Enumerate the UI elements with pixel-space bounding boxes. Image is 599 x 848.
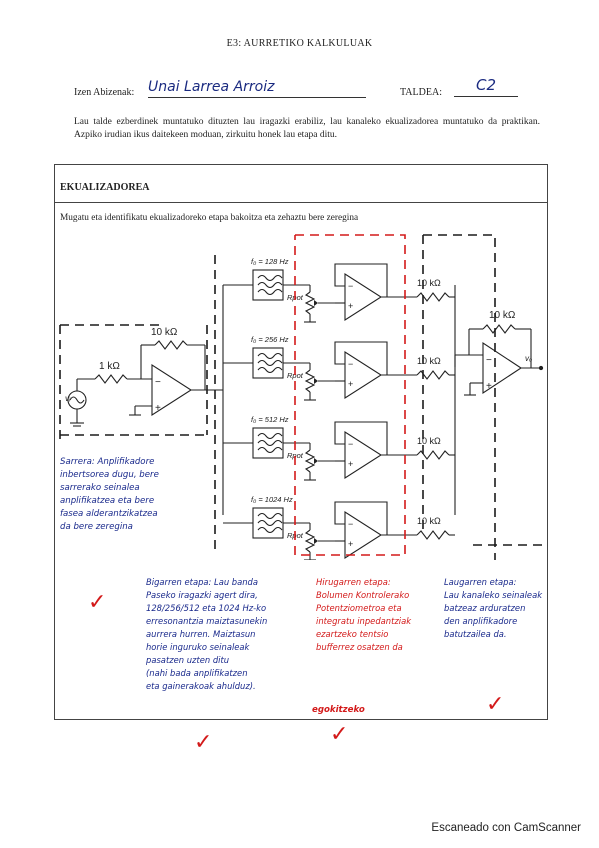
summing-opamp-icon <box>482 341 523 395</box>
svg-text:−: − <box>155 377 161 388</box>
bandpass-filter-icon <box>252 269 284 301</box>
svg-text:−: − <box>348 281 353 291</box>
bandpass-filter-icon <box>252 507 284 539</box>
check-mark-icon: ✓ <box>486 692 505 717</box>
feedback-resistor-label: 10 kΩ <box>151 327 178 338</box>
bandpass-filter-icon <box>252 347 284 379</box>
svg-text:+: + <box>486 381 492 392</box>
source-label: vᵢ <box>65 393 71 403</box>
svg-text:−: − <box>348 359 353 369</box>
box-divider <box>54 202 548 203</box>
output-label: vₒ <box>525 354 532 363</box>
sum-resistor-label: 10 kΩ <box>417 436 441 446</box>
input-resistor-label: 1 kΩ <box>99 361 120 372</box>
sum-resistor-label: 10 kΩ <box>417 516 441 526</box>
buffer-opamp-icon <box>344 430 383 480</box>
sum-feedback-label: 10 kΩ <box>489 310 516 321</box>
pot-label: Rpot <box>287 451 304 460</box>
intro-text: Lau talde ezberdinek muntatuko dituzten … <box>74 117 540 140</box>
svg-text:+: + <box>348 301 353 311</box>
equalizer-circuit: vᵢ 1 kΩ 10 kΩ − + f₀ = 128 Hz Rpot 10 kΩ − +… <box>59 234 545 560</box>
stage3-correction: egokitzeko <box>312 705 365 715</box>
group-value: C2 <box>454 76 518 97</box>
name-label: Izen Abizenak: <box>74 87 135 98</box>
check-mark-icon: ✓ <box>88 590 107 615</box>
svg-text:+: + <box>348 459 353 469</box>
svg-text:+: + <box>155 403 161 414</box>
sum-resistor-label: 10 kΩ <box>417 278 441 288</box>
bandpass-filter-icon <box>252 427 284 459</box>
buffer-opamp-icon <box>344 272 383 322</box>
svg-text:+: + <box>348 379 353 389</box>
box-instruction: Mugatu eta identifikatu ekualizadoreko e… <box>60 213 359 223</box>
sum-resistor-label: 10 kΩ <box>417 356 441 366</box>
box-title: EKUALIZADOREA <box>60 182 150 193</box>
check-mark-icon: ✓ <box>194 730 213 755</box>
opamp-icon <box>151 363 193 417</box>
filter-frequency-label: f₀ = 128 Hz <box>251 257 289 266</box>
channel-3: f₀ = 512 Hz Rpot 10 kΩ − + <box>223 415 455 481</box>
filter-frequency-label: f₀ = 512 Hz <box>251 415 289 424</box>
channel-2: f₀ = 256 Hz Rpot 10 kΩ − + <box>223 335 455 401</box>
page-title: E3: AURRETIKO KALKULUAK <box>226 38 373 49</box>
pot-label: Rpot <box>287 371 304 380</box>
check-mark-icon: ✓ <box>330 722 349 747</box>
buffer-opamp-icon <box>344 510 383 560</box>
svg-text:+: + <box>348 539 353 549</box>
group-label: TALDEA: <box>400 87 442 98</box>
svg-text:−: − <box>486 355 492 366</box>
svg-text:−: − <box>348 439 353 449</box>
scanner-watermark: Escaneado con CamScanner <box>431 822 581 834</box>
buffer-opamp-icon <box>344 350 383 400</box>
filter-frequency-label: f₀ = 1024 Hz <box>251 495 293 504</box>
svg-text:−: − <box>348 519 353 529</box>
equalizer-box <box>54 164 548 720</box>
filter-frequency-label: f₀ = 256 Hz <box>251 335 289 344</box>
name-value: Unai Larrea Arroiz <box>148 79 366 98</box>
